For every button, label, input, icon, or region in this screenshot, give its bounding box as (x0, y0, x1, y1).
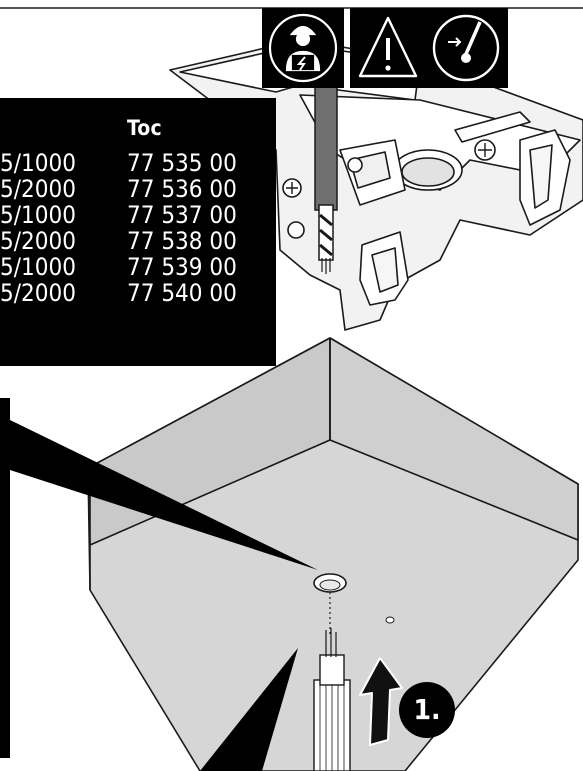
table-rows: 5/1000 77 535 00 5/2000 77 536 00 5/1000… (0, 150, 276, 306)
reference-cell: 77 535 00 (127, 149, 237, 177)
table-row: 5/1000 77 539 00 (0, 254, 276, 280)
reference-cell: 77 538 00 (127, 227, 237, 255)
reference-cell: 77 536 00 (127, 175, 237, 203)
table-header: Toc (127, 116, 162, 140)
reference-cell: 77 539 00 (127, 253, 237, 281)
safety-icons (262, 8, 508, 88)
step-number-badge: 1. (399, 682, 455, 738)
model-cell: 5/2000 (0, 279, 76, 307)
reference-table: Toc 5/1000 77 535 00 5/2000 77 536 00 5/… (0, 98, 276, 366)
table-row: 5/1000 77 535 00 (0, 150, 276, 176)
reference-cell: 77 540 00 (127, 279, 237, 307)
table-row: 5/2000 77 540 00 (0, 280, 276, 306)
model-cell: 5/2000 (0, 227, 76, 255)
table-row: 5/2000 77 536 00 (0, 176, 276, 202)
reference-cell: 77 537 00 (127, 201, 237, 229)
model-cell: 5/1000 (0, 253, 76, 281)
insert-arrow (359, 657, 403, 746)
electrician-icon (262, 8, 344, 88)
model-cell: 5/1000 (0, 149, 76, 177)
table-row: 5/2000 77 538 00 (0, 228, 276, 254)
warning-icon (358, 16, 418, 78)
table-row: 5/1000 77 537 00 (0, 202, 276, 228)
callout-wedge-upper (10, 420, 318, 570)
electrician-icon-glyph (268, 13, 338, 83)
cable-upper (314, 69, 338, 274)
cable-lower (313, 628, 351, 771)
model-cell: 5/2000 (0, 175, 76, 203)
callout-wedge-lower (200, 648, 298, 771)
model-cell: 5/1000 (0, 201, 76, 229)
left-black-bar (0, 398, 10, 758)
switch-off-icon (432, 14, 500, 82)
